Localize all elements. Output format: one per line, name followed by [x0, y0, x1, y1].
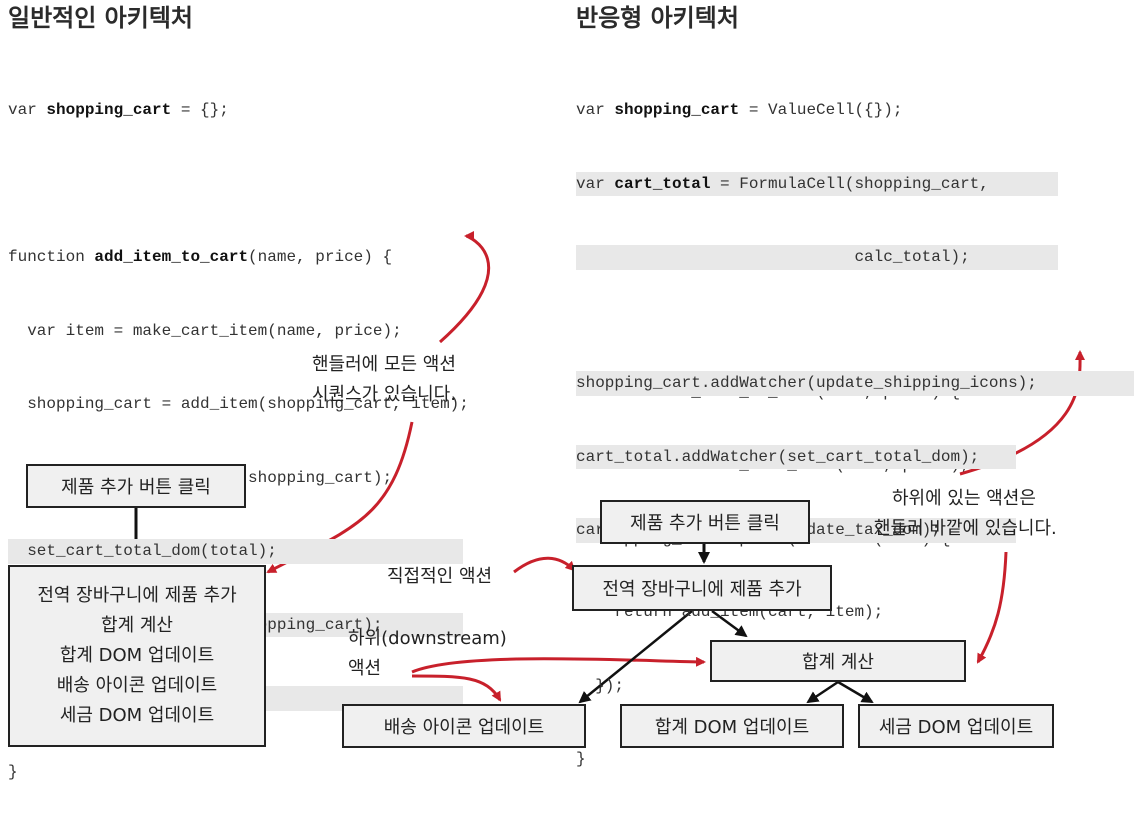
- right-watcher-block: shopping_cart.addWatcher(update_shipping…: [576, 322, 1134, 592]
- right-total-box: 합계 계산: [710, 640, 966, 682]
- left-step: 배송 아이콘 업데이트: [56, 675, 218, 696]
- diagram-canvas: 일반적인 아키텍처 반응형 아키텍처 var shopping_cart = {…: [8, 4, 1134, 781]
- right-shipping-box: 배송 아이콘 업데이트: [342, 704, 586, 748]
- left-step: 합계 DOM 업데이트: [59, 645, 215, 666]
- left-code-func-decl: function add_item_to_cart(name, price) {: [8, 248, 393, 266]
- right-tax-box: 세금 DOM 업데이트: [858, 704, 1054, 748]
- annotation-handler-all: 핸들러에 모든 액션 시퀀스가 있습니다.: [312, 354, 456, 405]
- left-code-action-line: set_cart_total_dom(total);: [8, 539, 463, 564]
- right-watcher-line: cart_total.addWatcher(set_cart_total_dom…: [576, 444, 1016, 469]
- left-click-box: 제품 추가 버튼 클릭: [26, 464, 246, 508]
- left-code-blank: [8, 172, 469, 197]
- right-code-line: });: [576, 676, 625, 695]
- right-code-line: }: [576, 750, 586, 768]
- right-code-total-decl: var cart_total = FormulaCell(shopping_ca…: [576, 171, 1058, 196]
- arrow-direct-action: [513, 556, 576, 574]
- right-heading: 반응형 아키텍처: [576, 4, 739, 32]
- left-code-close: }: [8, 762, 18, 781]
- right-code-total-cont: calc_total);: [576, 245, 1058, 270]
- left-code-line: var item = make_cart_item(name, price);: [8, 321, 402, 340]
- annotation-downstream-action: 하위(downstream) 액션: [348, 628, 507, 679]
- right-watcher-line: shopping_cart.addWatcher(update_shipping…: [576, 371, 1134, 396]
- left-code-line: shopping_cart = add_item(shopping_cart, …: [8, 395, 469, 413]
- right-click-box: 제품 추가 버튼 클릭: [600, 500, 810, 544]
- annotation-downstream-outside: 하위에 있는 액션은 핸들러 바깥에 있습니다.: [874, 488, 1057, 539]
- left-code-cart-decl: var shopping_cart = {};: [8, 101, 229, 119]
- right-add-box: 전역 장바구니에 제품 추가: [572, 565, 832, 611]
- left-action-sequence-box: 전역 장바구니에 제품 추가 합계 계산 합계 DOM 업데이트 배송 아이콘 …: [8, 565, 266, 747]
- annotation-direct-action: 직접적인 액션: [387, 566, 493, 587]
- left-step: 전역 장바구니에 제품 추가: [37, 585, 237, 606]
- left-step: 세금 DOM 업데이트: [59, 705, 215, 726]
- left-heading: 일반적인 아키텍처: [8, 4, 193, 32]
- right-total-dom-box: 합계 DOM 업데이트: [620, 704, 844, 748]
- right-code-cart-decl: var shopping_cart = ValueCell({});: [576, 101, 903, 119]
- left-step: 합계 계산: [101, 615, 173, 636]
